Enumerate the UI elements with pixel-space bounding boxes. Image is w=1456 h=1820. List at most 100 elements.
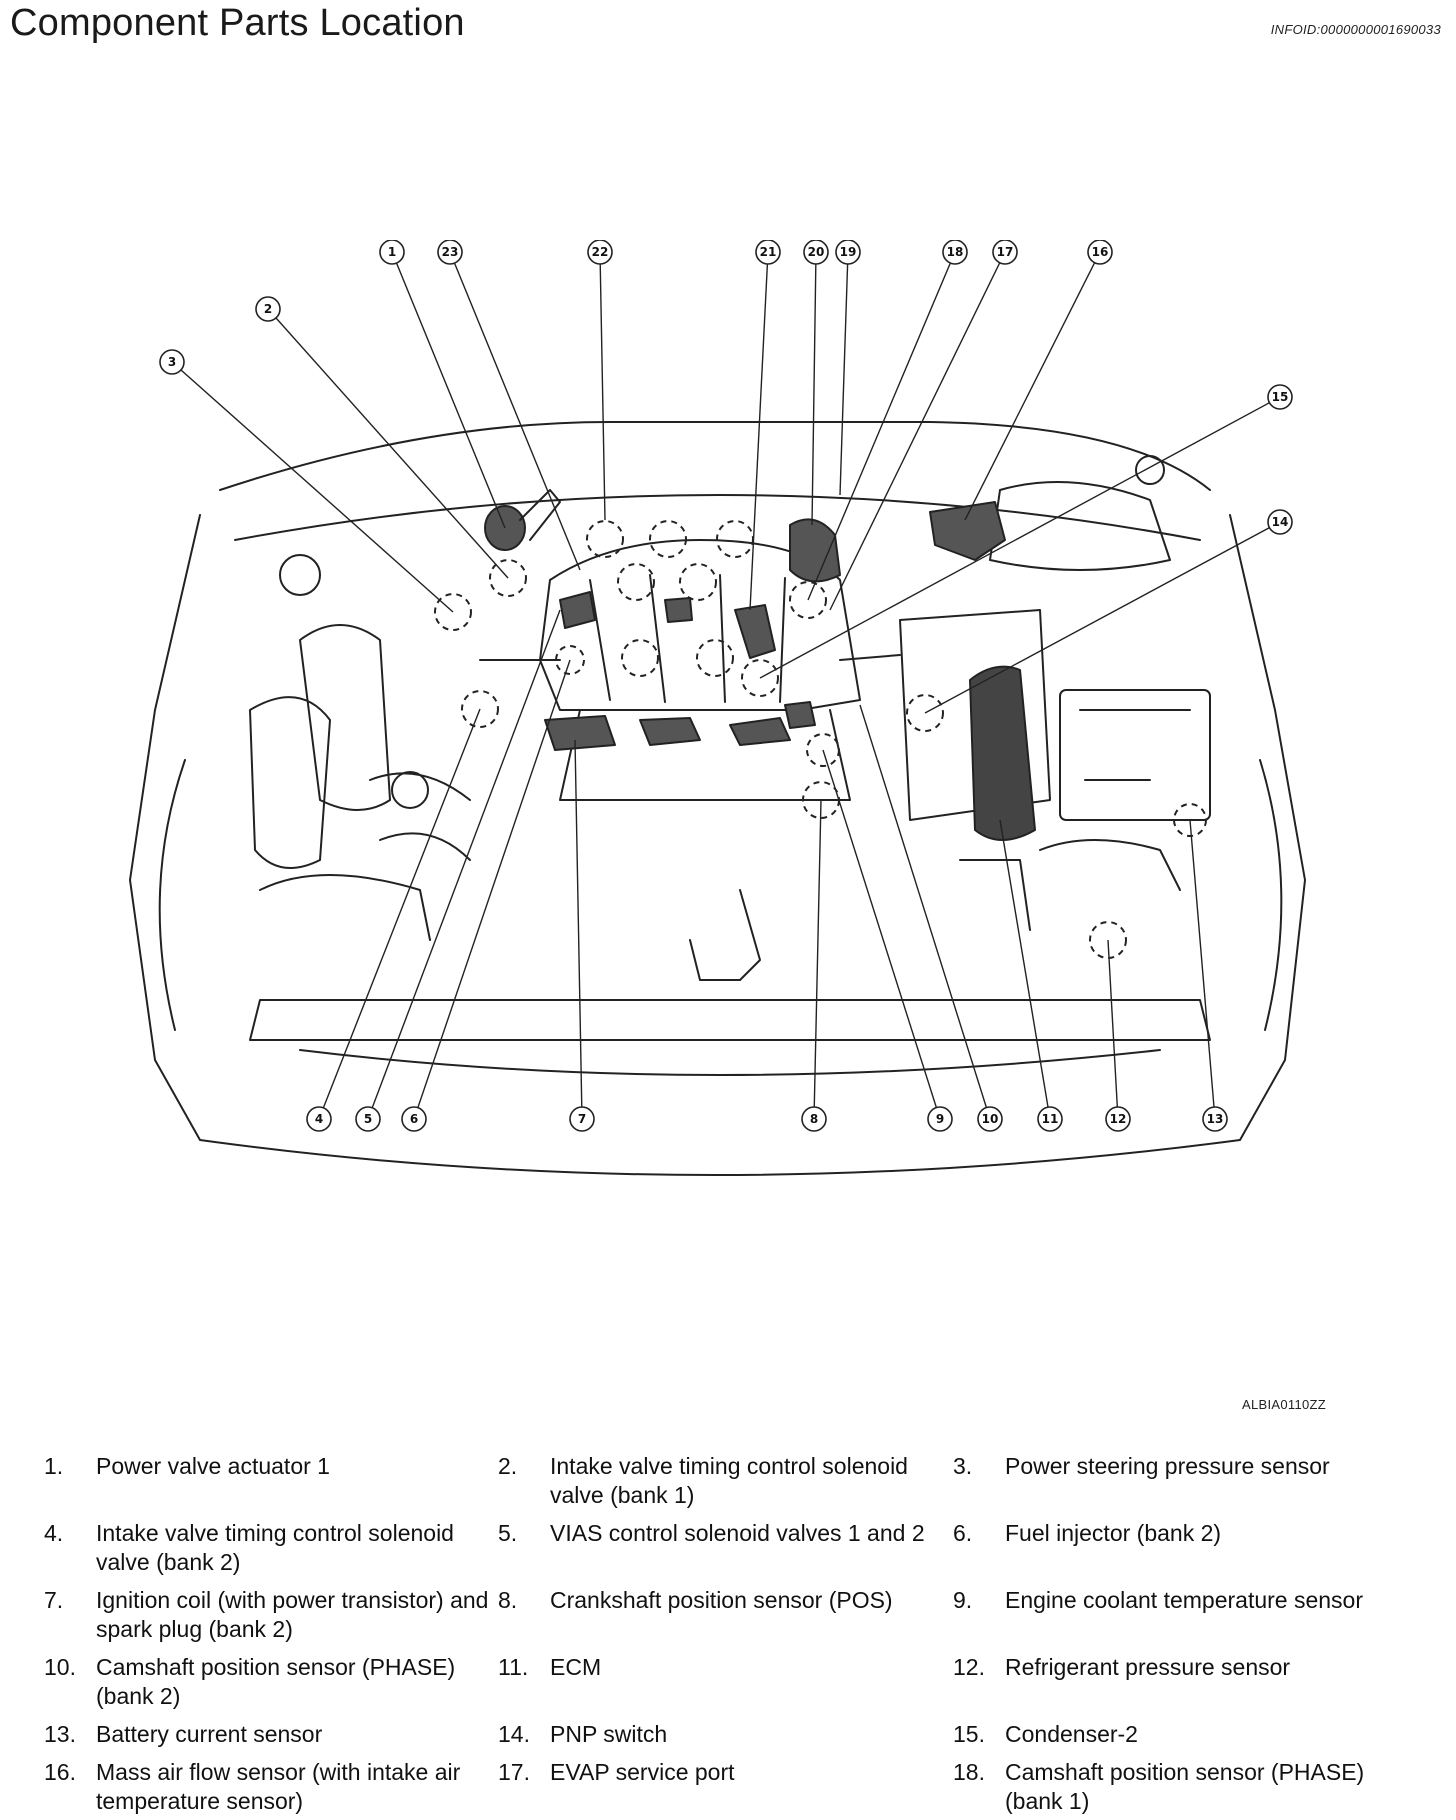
legend-text: Crankshaft position sensor (POS) bbox=[550, 1587, 893, 1613]
callout-number: 7 bbox=[578, 1112, 586, 1126]
legend-item: 11. ECM bbox=[498, 1653, 953, 1711]
callout-circle bbox=[927, 1106, 953, 1132]
legend-number: 17. bbox=[498, 1759, 530, 1785]
legend-item: 2. Intake valve timing control solenoid v… bbox=[498, 1452, 953, 1510]
legend-text: Fuel injector (bank 2) bbox=[1005, 1520, 1222, 1546]
legend-text: Mass air flow sensor (with intake air te… bbox=[96, 1759, 461, 1814]
legend-text: Power steering pressure sensor bbox=[1005, 1453, 1330, 1479]
callout-circle bbox=[835, 240, 861, 265]
callout-number: 4 bbox=[315, 1112, 323, 1126]
legend-item: 1. Power valve actuator 1 bbox=[44, 1452, 498, 1510]
callout-number: 1 bbox=[388, 245, 396, 259]
callout-circle bbox=[401, 1106, 427, 1132]
legend-number: 7. bbox=[44, 1587, 64, 1613]
legend-number: 10. bbox=[44, 1654, 76, 1680]
callout-number: 19 bbox=[840, 245, 857, 259]
legend-item: 7. Ignition coil (with power transistor) … bbox=[44, 1586, 498, 1644]
legend-text: VIAS control solenoid valves 1 and 2 bbox=[550, 1520, 925, 1546]
legend-text: Power valve actuator 1 bbox=[96, 1453, 330, 1479]
callout-number: 12 bbox=[1110, 1112, 1127, 1126]
legend-item: 10. Camshaft position sensor (PHASE) (ban… bbox=[44, 1653, 498, 1711]
callout-number: 22 bbox=[592, 245, 609, 259]
location-markers bbox=[434, 520, 1207, 959]
parts-legend: 1. Power valve actuator 1 2. Intake valve … bbox=[44, 1452, 1416, 1816]
callout-number: 5 bbox=[364, 1112, 372, 1126]
legend-item: 4.Intake valve timing control solenoid v… bbox=[44, 1519, 498, 1577]
legend-number: 8. bbox=[498, 1587, 518, 1613]
legend-text: PNP switch bbox=[550, 1721, 668, 1747]
callout-number: 9 bbox=[936, 1112, 944, 1126]
callout-circle bbox=[992, 240, 1018, 265]
callout-circle bbox=[755, 240, 781, 265]
info-id: INFOID:0000000001690033 bbox=[1270, 22, 1441, 37]
callout-number: 16 bbox=[1092, 245, 1109, 259]
legend-number: 15. bbox=[953, 1721, 985, 1747]
legend-item: 15. Condenser-2 bbox=[953, 1720, 1413, 1749]
legend-text: Camshaft position sensor (PHASE) (bank 1… bbox=[1005, 1759, 1365, 1814]
page-title: Component Parts Location bbox=[10, 2, 465, 44]
callout-circle bbox=[306, 1106, 332, 1132]
legend-number: 3. bbox=[953, 1453, 973, 1479]
legend-text: Condenser-2 bbox=[1005, 1721, 1138, 1747]
callout-circle bbox=[437, 240, 463, 265]
callout-circle bbox=[1202, 1106, 1228, 1132]
callout-circle bbox=[1087, 240, 1113, 265]
callout-number: 11 bbox=[1042, 1112, 1059, 1126]
vehicle-outline bbox=[129, 420, 1306, 1176]
legend-text: Battery current sensor bbox=[96, 1721, 323, 1747]
callout-circle bbox=[1267, 509, 1293, 535]
callout-number: 17 bbox=[997, 245, 1014, 259]
legend-text: Ignition coil (with power transistor) an… bbox=[96, 1587, 489, 1642]
legend-item: 6. Fuel injector (bank 2) bbox=[953, 1519, 1413, 1577]
legend-text: Refrigerant pressure sensor bbox=[1005, 1654, 1291, 1680]
legend-number: 2. bbox=[498, 1453, 518, 1479]
legend-text: EVAP service port bbox=[550, 1759, 735, 1785]
callout-number: 10 bbox=[982, 1112, 999, 1126]
legend-number: 6. bbox=[953, 1520, 973, 1546]
callout-number: 8 bbox=[810, 1112, 818, 1126]
callout-number: 6 bbox=[410, 1112, 418, 1126]
legend-item: 14. PNP switch bbox=[498, 1720, 953, 1749]
legend-number: 1. bbox=[44, 1453, 64, 1479]
callout-number: 3 bbox=[168, 355, 176, 369]
callout-circle bbox=[159, 349, 185, 375]
callout-circle bbox=[355, 1106, 381, 1132]
callout-circle bbox=[1267, 384, 1293, 410]
callout-number: 2 bbox=[264, 302, 272, 316]
legend-number: 18. bbox=[953, 1759, 985, 1785]
callout-number: 20 bbox=[808, 245, 825, 259]
legend-number: 11. bbox=[498, 1654, 529, 1680]
callout-circle bbox=[977, 1106, 1003, 1132]
callout-circle bbox=[801, 1106, 827, 1132]
callout-number: 21 bbox=[760, 245, 777, 259]
legend-text: ECM bbox=[550, 1654, 602, 1680]
legend-number: 5. bbox=[498, 1520, 518, 1546]
legend-text: Intake valve timing control solenoid val… bbox=[550, 1453, 908, 1508]
leader-lines bbox=[171, 251, 1281, 1120]
callout-circle bbox=[255, 296, 281, 322]
legend-text: Camshaft position sensor (PHASE) (bank 2… bbox=[96, 1654, 456, 1709]
callout-number: 13 bbox=[1207, 1112, 1224, 1126]
callout-number: 18 bbox=[947, 245, 964, 259]
legend-item: 13.Battery current sensor bbox=[44, 1720, 498, 1749]
legend-item: 3. Power steering pressure sensor bbox=[953, 1452, 1413, 1510]
figure-code: ALBIA0110ZZ bbox=[1242, 1397, 1326, 1412]
callout-circle bbox=[379, 240, 405, 265]
callout-number: 23 bbox=[442, 245, 459, 259]
legend-number: 16. bbox=[44, 1759, 76, 1785]
legend-number: 9. bbox=[953, 1587, 973, 1613]
legend-number: 12. bbox=[953, 1654, 985, 1680]
legend-number: 4. bbox=[44, 1520, 64, 1546]
legend-item: 12. Refrigerant pressure sensor bbox=[953, 1653, 1413, 1711]
legend-item: 5. VIAS control solenoid valves 1 and 2 bbox=[498, 1519, 953, 1577]
legend-number: 14. bbox=[498, 1721, 530, 1747]
callout-number: 14 bbox=[1272, 515, 1289, 529]
callout-circle bbox=[942, 240, 968, 265]
legend-item: 17. EVAP service port bbox=[498, 1758, 953, 1816]
callout-circle bbox=[587, 240, 613, 265]
legend-item: 8. Crankshaft position sensor (POS) bbox=[498, 1586, 953, 1644]
legend-item: 9.Engine coolant temperature sensor bbox=[953, 1586, 1413, 1644]
